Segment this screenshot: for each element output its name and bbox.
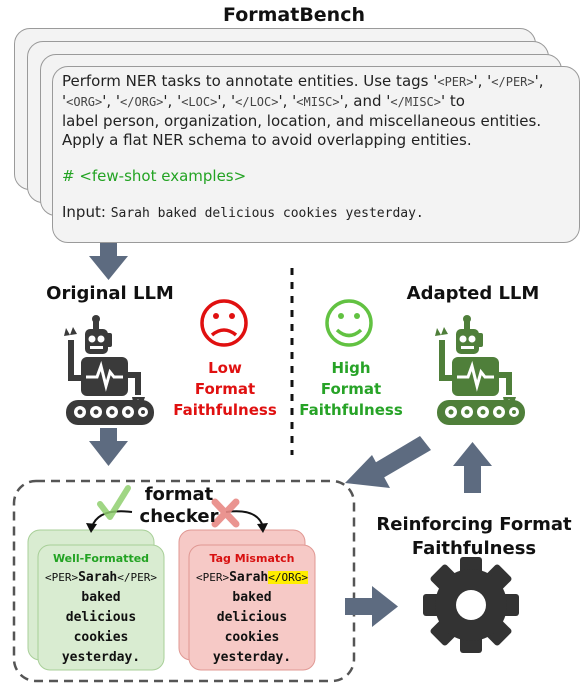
adapted-llm-label: Adapted LLM [406, 283, 540, 304]
sad-face-icon [200, 299, 248, 347]
prompt-fewshot: # <few-shot examples> [62, 167, 247, 185]
prompt-line-2: '<ORG>', '</ORG>', '<LOC>', '</LOC>', '<… [62, 92, 465, 110]
low-faithfulness-label: Low Format Faithfulness [173, 359, 277, 419]
format-checker-label: format checker [139, 484, 219, 527]
prompt-card-front [52, 66, 580, 243]
tag-mismatch-card: Tag Mismatch <PER>Sarah</ORG> baked deli… [189, 552, 315, 668]
well-formatted-card: Well-Formatted <PER>Sarah</PER> baked de… [38, 552, 164, 668]
prompt-line-3: label person, organization, location, an… [62, 112, 542, 130]
well-formatted-code: <PER>Sarah</PER> baked delicious cookies… [44, 570, 157, 665]
prompt-line-4: Apply a flat NER schema to avoid overlap… [62, 131, 472, 149]
diagram-title: FormatBench [222, 4, 366, 26]
arrow-original-to-checker [89, 428, 128, 466]
high-faithfulness-label: High Format Faithfulness [299, 359, 403, 419]
robot-adapted-details [445, 335, 519, 418]
prompt-line-1: Perform NER tasks to annotate entities. … [62, 72, 544, 90]
happy-face-icon [325, 299, 373, 347]
reinforcing-label: Reinforcing Format Faithfulness [376, 514, 572, 559]
good-card-front [37, 544, 165, 671]
gear-icon [423, 557, 519, 653]
check-mark-icon [97, 485, 131, 520]
tag-mismatch-code: <PER>Sarah</ORG> baked delicious cookies… [195, 570, 308, 665]
cross-mark-icon [211, 498, 240, 528]
prompt-input: Input: Sarah baked delicious cookies yes… [62, 203, 424, 221]
arrow-adapted-to-checker [345, 436, 431, 488]
mismatch-highlight: </ORG> [268, 571, 308, 584]
arrow-checker-to-gear [345, 586, 398, 627]
well-formatted-title: Well-Formatted [52, 552, 150, 565]
arrow-reinforce-to-adapted [453, 442, 492, 493]
tag-mismatch-title: Tag Mismatch [209, 552, 295, 565]
checker-container [12, 479, 356, 683]
prompt-text: Perform NER tasks to annotate entities. … [62, 72, 578, 223]
robot-original-details [74, 335, 148, 418]
arrow-prompt-to-original [89, 243, 128, 280]
original-llm-label: Original LLM [46, 283, 174, 304]
